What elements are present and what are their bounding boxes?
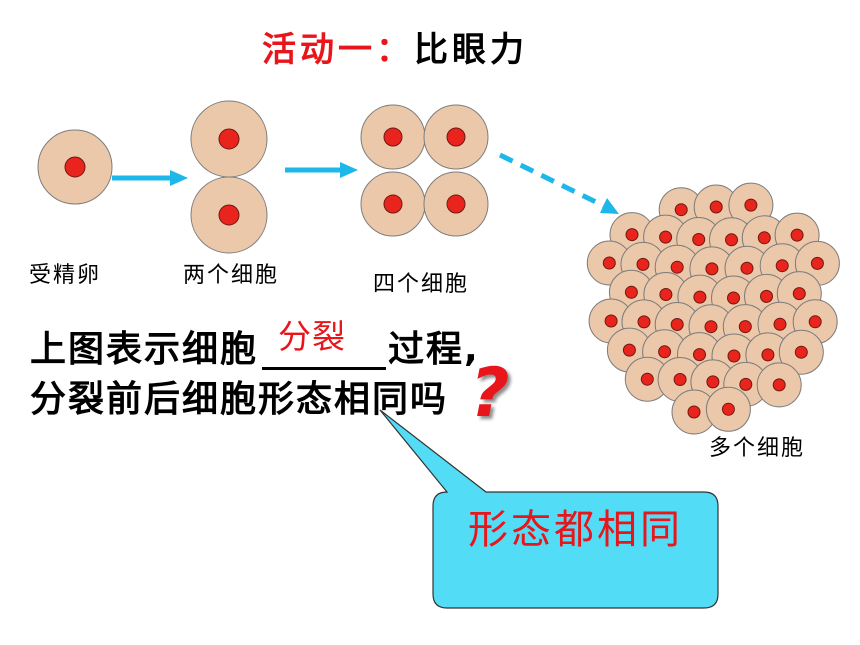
question-line-2: 分裂前后细胞形态相同吗 bbox=[30, 379, 449, 420]
arrow-1 bbox=[112, 170, 188, 186]
cell-nucleus bbox=[624, 285, 638, 299]
arrow-3-dashed bbox=[498, 152, 619, 214]
cell-nucleus bbox=[674, 203, 688, 217]
cell-nucleus bbox=[794, 345, 808, 359]
cell-nucleus bbox=[446, 127, 466, 147]
cell-nucleus bbox=[773, 317, 787, 331]
cell-nucleus bbox=[744, 198, 758, 212]
answer-text: 分裂 bbox=[278, 317, 346, 356]
arrow-head bbox=[170, 170, 188, 186]
cell-nucleus bbox=[687, 405, 701, 419]
cell-nucleus bbox=[738, 320, 752, 334]
cell-nucleus bbox=[739, 377, 753, 391]
answer-blank bbox=[262, 367, 386, 370]
cell-nucleus bbox=[790, 228, 804, 242]
cell-nucleus bbox=[727, 349, 741, 363]
question-line-1-start: 上图表示细胞 bbox=[30, 329, 259, 370]
cell-nucleus bbox=[670, 260, 684, 274]
cell-nucleus bbox=[446, 194, 466, 214]
cell-nucleus bbox=[810, 256, 824, 270]
cell-nucleus bbox=[670, 318, 684, 331]
callout-box bbox=[379, 409, 719, 609]
cell-nucleus bbox=[640, 372, 654, 386]
label-four-cells: 四个细胞 bbox=[373, 272, 470, 297]
cell-nucleus bbox=[757, 231, 771, 245]
cell-nucleus bbox=[218, 128, 240, 150]
cell-nucleus bbox=[792, 287, 806, 301]
arrow-2 bbox=[285, 162, 358, 178]
stage-two-cells bbox=[190, 100, 268, 254]
cell-nucleus bbox=[673, 373, 687, 386]
cell-nucleus bbox=[761, 348, 775, 362]
cell-nucleus bbox=[622, 343, 636, 357]
stage-four-cells bbox=[360, 104, 489, 237]
arrow-head bbox=[340, 162, 358, 178]
label-many-cells: 多个细胞 bbox=[709, 436, 806, 461]
cell-nucleus bbox=[705, 262, 719, 276]
slide-title: 活动一：比眼力 bbox=[262, 31, 528, 69]
cell-nucleus bbox=[625, 228, 639, 242]
cell-nucleus bbox=[604, 314, 618, 328]
cell-nucleus bbox=[706, 375, 720, 389]
cell-nucleus bbox=[775, 259, 789, 273]
cell-nucleus bbox=[659, 288, 673, 301]
cell-nucleus bbox=[692, 233, 706, 246]
cell-nucleus bbox=[721, 402, 735, 416]
question-line-1-end: 过程, bbox=[388, 329, 480, 370]
label-two-cells: 两个细胞 bbox=[183, 263, 280, 288]
question-mark-icon: ? bbox=[470, 354, 510, 433]
cell-nucleus bbox=[704, 320, 718, 334]
cell-nucleus bbox=[693, 348, 706, 362]
cell-nucleus bbox=[727, 291, 740, 305]
cell-nucleus bbox=[808, 315, 822, 329]
label-fertilized-egg: 受精卵 bbox=[29, 263, 102, 288]
cell-nucleus bbox=[709, 200, 723, 214]
cell-nucleus bbox=[383, 194, 403, 214]
arrow-head bbox=[600, 198, 619, 214]
title-main: 比眼力 bbox=[414, 30, 528, 70]
callout-text: 形态都相同 bbox=[468, 507, 683, 553]
cell-nucleus bbox=[602, 256, 616, 270]
cell-nucleus bbox=[658, 345, 672, 359]
cell-nucleus bbox=[740, 261, 754, 275]
stage-fertilized-egg bbox=[37, 129, 113, 205]
cell-nucleus bbox=[637, 315, 651, 329]
cell-nucleus bbox=[636, 257, 650, 271]
cell-nucleus bbox=[693, 290, 707, 304]
arrow-shaft bbox=[498, 152, 606, 209]
cell-nucleus bbox=[64, 156, 86, 178]
cell-nucleus bbox=[218, 204, 240, 226]
cell-nucleus bbox=[772, 378, 786, 392]
cell-nucleus bbox=[760, 289, 773, 303]
cell-nucleus bbox=[659, 230, 673, 244]
stage-many-cells bbox=[586, 182, 840, 435]
title-prefix: 活动一： bbox=[262, 30, 414, 70]
cell-nucleus bbox=[725, 233, 738, 247]
cell-nucleus bbox=[383, 127, 403, 147]
